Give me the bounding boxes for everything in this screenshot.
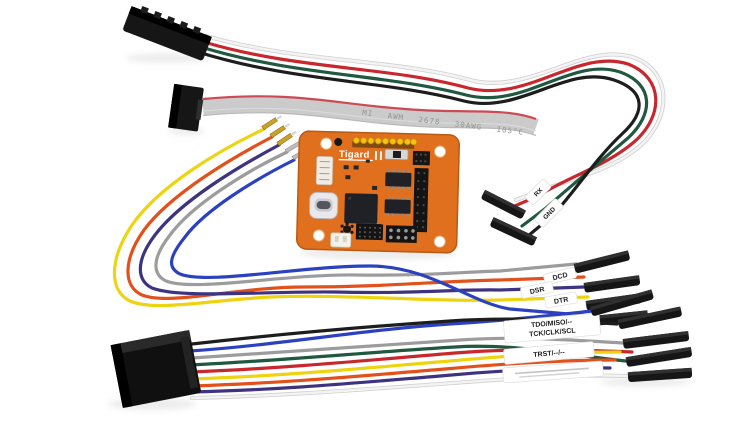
uart-wire-black bbox=[196, 50, 641, 238]
label-text-trst: TRST/--/-- bbox=[533, 349, 566, 359]
label-text-rx: RX bbox=[533, 186, 545, 198]
ft2232-chip bbox=[344, 193, 378, 224]
side-connector bbox=[315, 156, 334, 186]
lead-wire-yellow bbox=[112, 127, 590, 308]
usb-c-port bbox=[308, 191, 339, 220]
wire-label-dsr: DSR bbox=[520, 281, 554, 299]
mode-switch bbox=[384, 148, 409, 161]
ribbon-cable: MI AWM 2678 30AWG 105°C bbox=[168, 83, 539, 137]
label-sleeve bbox=[544, 291, 578, 309]
label-sleeve bbox=[520, 281, 554, 299]
lead-pin-tip-4 bbox=[595, 310, 649, 326]
smd-components bbox=[343, 159, 378, 190]
wire-label-blank bbox=[502, 360, 604, 384]
crimp-pin-gold-1 bbox=[261, 115, 283, 131]
label-text-jtag-row1: TDO/MISO/-- bbox=[531, 319, 573, 330]
jtag-wire-blue bbox=[188, 309, 594, 353]
flying-lead-harness: DCD DSR DTR bbox=[112, 115, 649, 326]
label-sleeve bbox=[543, 266, 577, 286]
jtag-pin-tip-1 bbox=[589, 289, 654, 316]
wire-label-gnd: GND bbox=[534, 198, 564, 228]
uart-wire-green bbox=[199, 45, 649, 228]
ribbon-stripe bbox=[202, 95, 537, 121]
lead-wire-orange bbox=[126, 135, 586, 301]
jtag-pin-tip-2 bbox=[617, 306, 682, 329]
ribbon-ridge bbox=[202, 107, 537, 132]
uart-pin-tip-2 bbox=[490, 217, 538, 246]
level-shifter-chip-1 bbox=[385, 169, 412, 190]
header-right-edge bbox=[412, 167, 429, 233]
jtag-pin-tip-3 bbox=[622, 331, 690, 349]
label-sleeve bbox=[503, 341, 595, 365]
header-top-right bbox=[412, 150, 431, 166]
idc-connector bbox=[168, 83, 204, 132]
tigard-silkscreen: Tigard bbox=[338, 149, 383, 162]
wire-label-dcd: DCD bbox=[543, 266, 577, 286]
uart-wire-white bbox=[204, 34, 665, 202]
lead-wire-purple bbox=[138, 143, 586, 296]
uart-connector-housing bbox=[123, 5, 212, 61]
lead-wire-blue bbox=[170, 158, 594, 318]
jst-connector bbox=[330, 232, 352, 248]
crimp-pin-gold-3 bbox=[276, 130, 297, 147]
lead-wire-gray bbox=[154, 150, 578, 287]
board-title-text: Tigard bbox=[339, 149, 370, 161]
ribbon-bottom-edge bbox=[202, 112, 537, 137]
chip-pin1-dot bbox=[348, 196, 352, 200]
jtag-wire-orange bbox=[190, 358, 617, 388]
label-text-jtag-row2: TCK/CLK/SCL bbox=[529, 327, 577, 338]
label-sleeve bbox=[534, 198, 564, 228]
header-bottom-fine bbox=[355, 223, 384, 241]
label-sleeve bbox=[502, 312, 602, 344]
label-text-dsr: DSR bbox=[529, 286, 545, 296]
tigard-board: Tigard bbox=[295, 130, 461, 254]
label-text-dcd: DCD bbox=[552, 272, 568, 282]
board-edge bbox=[295, 130, 461, 254]
jtag-pin-tip-4 bbox=[625, 346, 692, 367]
wire-label-jtag: TDO/MISO/-- TCK/CLK/SCL bbox=[502, 312, 602, 344]
wire-label-trst: TRST/--/-- bbox=[503, 341, 595, 365]
mounting-holes bbox=[312, 137, 447, 248]
wire-label-dtr: DTR bbox=[544, 291, 578, 309]
header-bottom-main bbox=[385, 225, 418, 244]
label-sleeve bbox=[502, 360, 604, 384]
level-shifter-chip-2 bbox=[384, 196, 411, 217]
uart-wire-red bbox=[202, 40, 658, 210]
jtag-pin-tip-5 bbox=[627, 367, 693, 383]
label-sleeve bbox=[524, 178, 552, 206]
wire-label-rx: RX bbox=[524, 178, 552, 206]
jtag-wire-gray bbox=[190, 336, 625, 360]
label-text-dtr: DTR bbox=[553, 296, 568, 305]
lead-pin-tip-1 bbox=[573, 250, 630, 273]
crimp-pin-gold-2 bbox=[269, 123, 291, 139]
ribbon-body bbox=[202, 95, 539, 136]
jtag-harness: TDO/MISO/-- TCK/CLK/SCL TRST/--/-- bbox=[110, 289, 693, 409]
lead-pin-tip-2 bbox=[583, 275, 641, 293]
uart-cable-assembly: RX GND bbox=[123, 5, 666, 246]
pin-header-yellow bbox=[334, 137, 418, 149]
jtag-connector-block bbox=[110, 329, 201, 409]
uart-pin-tip-1 bbox=[481, 189, 527, 219]
